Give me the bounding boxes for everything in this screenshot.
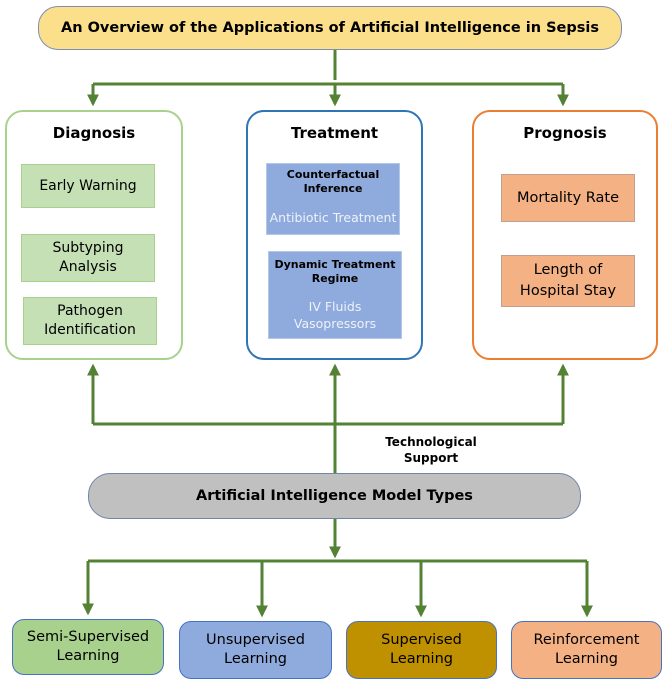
prognosis-title: Prognosis: [523, 124, 607, 142]
counterfactual-inference-heading: Counterfactual Inference: [286, 168, 380, 195]
diagnosis-subtyping-analysis: Subtyping Analysis: [21, 234, 155, 282]
dynamic-regime-heading: Dynamic Treatment Regime: [274, 258, 396, 285]
diagnosis-pathogen-identification: Pathogen Identification: [23, 297, 157, 345]
supervised-learning-node: Supervised Learning: [346, 621, 497, 679]
diagram-title-text: An Overview of the Applications of Artif…: [60, 20, 600, 36]
treatment-title: Treatment: [290, 124, 379, 142]
semi-supervised-learning-node: Semi-Supervised Learning: [12, 619, 164, 675]
reinforcement-learning-node: Reinforcement Learning: [511, 621, 662, 679]
dynamic-regime-subtext: IV Fluids Vasopressors: [293, 299, 377, 331]
prognosis-panel: [472, 110, 658, 360]
diagram-title: An Overview of the Applications of Artif…: [38, 6, 622, 50]
technological-support-label: Technological Support: [385, 435, 477, 465]
prognosis-mortality-rate: Mortality Rate: [501, 174, 635, 222]
ai-model-types-node: Artificial Intelligence Model Types: [88, 473, 581, 519]
treatment-dynamic-regime: Dynamic Treatment Regime IV Fluids Vasop…: [268, 251, 402, 339]
prognosis-length-of-stay: Length of Hospital Stay: [501, 255, 635, 307]
diagnosis-title: Diagnosis: [52, 124, 136, 142]
unsupervised-learning-node: Unsupervised Learning: [179, 621, 332, 679]
diagnosis-early-warning: Early Warning: [21, 164, 155, 208]
treatment-counterfactual-inference: Counterfactual Inference Antibiotic Trea…: [266, 163, 400, 235]
counterfactual-inference-subtext: Antibiotic Treatment: [269, 210, 397, 225]
ai-model-types-text: Artificial Intelligence Model Types: [196, 488, 473, 504]
